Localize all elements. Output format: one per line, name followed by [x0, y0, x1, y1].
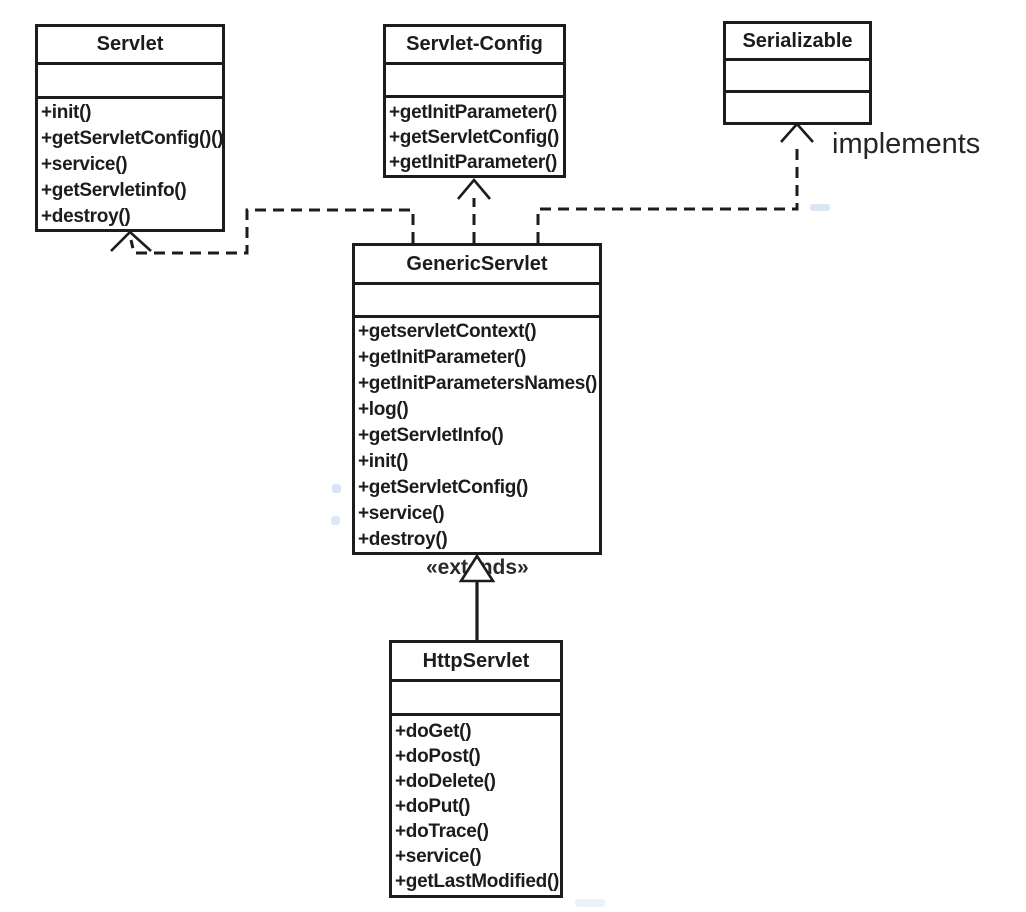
- method-item: +doTrace(): [395, 821, 489, 842]
- method-item: +destroy(): [358, 529, 448, 550]
- class-title-http-servlet: HttpServlet: [392, 643, 560, 682]
- method-item: +getInitParameter(): [389, 102, 557, 123]
- methods-compartment: +doGet() +doPost() +doDelete() +doPut() …: [392, 716, 560, 895]
- extends-stereotype-label: «extends»: [426, 556, 529, 579]
- method-item: +init(): [358, 451, 409, 472]
- method-item: +getServletInfo(): [358, 425, 504, 446]
- attributes-compartment: [392, 682, 560, 716]
- class-title-servlet-config: Servlet-Config: [386, 27, 563, 65]
- smudge-artifact: [810, 204, 830, 211]
- method-item: +getInitParameter(): [389, 152, 557, 173]
- class-box-servlet-config: Servlet-Config +getInitParameter() +getS…: [383, 24, 566, 178]
- open-arrowhead-icon: [110, 230, 152, 252]
- method-item: +destroy(): [41, 206, 131, 227]
- method-item: +service(): [395, 846, 482, 867]
- method-item: +log(): [358, 399, 409, 420]
- smudge-artifact: [575, 899, 605, 907]
- method-item: +doPost(): [395, 746, 481, 767]
- method-item: +service(): [41, 154, 128, 175]
- method-item: +getInitParametersNames(): [358, 373, 598, 394]
- method-item: +doDelete(): [395, 771, 496, 792]
- method-item: +getServletConfig(): [358, 477, 529, 498]
- class-title-serializable: Serializable: [726, 24, 869, 61]
- method-item: +doGet(): [395, 721, 472, 742]
- smudge-artifact: [332, 484, 341, 493]
- method-item: +getservletContext(): [358, 321, 537, 342]
- attributes-compartment: [386, 65, 563, 98]
- smudge-artifact: [331, 516, 340, 525]
- implements-label: implements: [832, 128, 981, 160]
- method-item: +doPut(): [395, 796, 471, 817]
- methods-compartment: +getservletContext() +getInitParameter()…: [355, 318, 599, 552]
- attributes-compartment: [355, 285, 599, 318]
- methods-compartment: +getInitParameter() +getServletConfig() …: [386, 98, 563, 175]
- attributes-compartment: [726, 61, 869, 93]
- method-item: +service(): [358, 503, 445, 524]
- method-item: +getServletConfig(): [389, 127, 560, 148]
- connector-generic-to-serializable: [536, 144, 799, 243]
- method-item: +getServletConfig()(): [41, 128, 222, 149]
- method-item: +getInitParameter(): [358, 347, 526, 368]
- class-title-servlet: Servlet: [38, 27, 222, 65]
- class-title-generic-servlet: GenericServlet: [355, 246, 599, 285]
- class-box-http-servlet: HttpServlet +doGet() +doPost() +doDelete…: [389, 640, 563, 898]
- attributes-compartment: [38, 65, 222, 99]
- class-box-servlet: Servlet +init() +getServletConfig()() +s…: [35, 24, 225, 232]
- methods-compartment-empty: [726, 93, 869, 122]
- open-arrowhead-icon: [780, 122, 814, 143]
- method-item: +getLastModified(): [395, 871, 560, 892]
- method-item: +init(): [41, 102, 92, 123]
- open-arrowhead-icon: [457, 177, 491, 200]
- class-box-serializable: Serializable: [723, 21, 872, 125]
- method-item: +getServletinfo(): [41, 180, 187, 201]
- methods-compartment: +init() +getServletConfig()() +service()…: [38, 99, 222, 229]
- class-box-generic-servlet: GenericServlet +getservletContext() +get…: [352, 243, 602, 555]
